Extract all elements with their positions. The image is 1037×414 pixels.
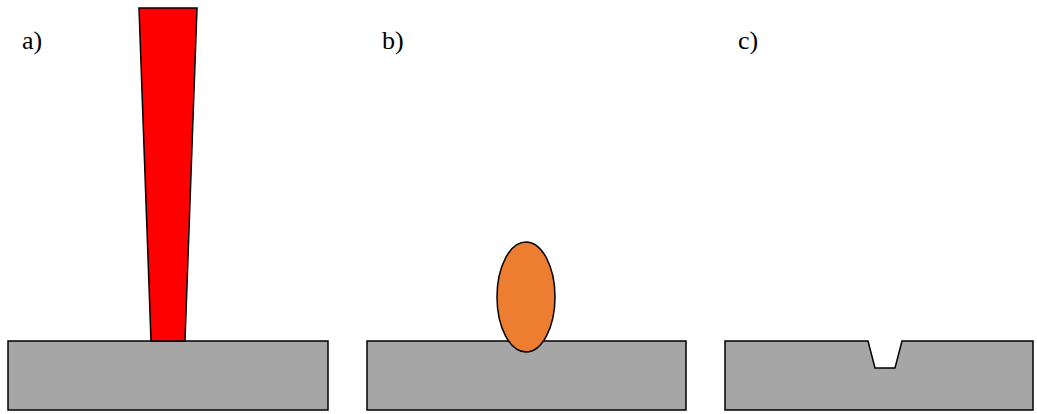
panel-label: a) [22, 28, 42, 54]
substrate-with-crater [725, 341, 1033, 410]
panel-label: b) [382, 28, 404, 54]
substrate [8, 341, 328, 410]
panel-label: c) [738, 28, 758, 54]
laser-beam [139, 8, 197, 341]
ablation-plume [497, 242, 555, 352]
